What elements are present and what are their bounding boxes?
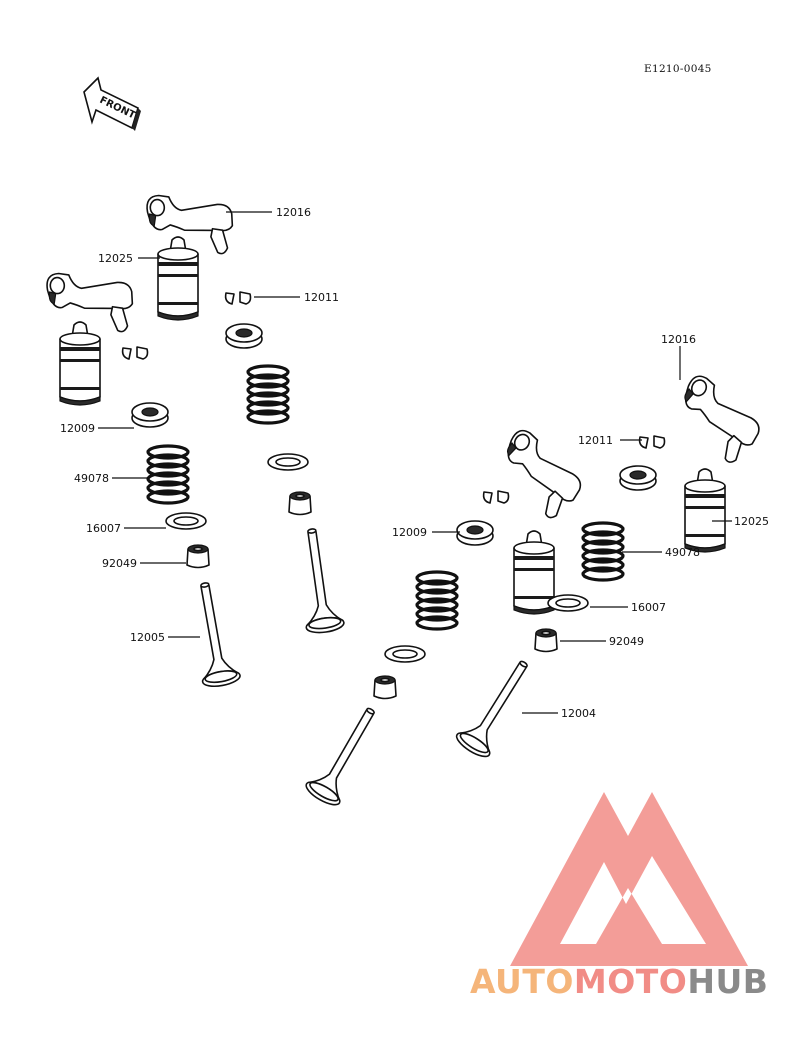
callout-12009-left: 12009	[60, 422, 95, 435]
callout-92049-left: 92049	[102, 557, 137, 570]
diagram-code: E1210-0045	[644, 63, 712, 75]
washer-left-b	[165, 512, 207, 530]
spring-left-b	[146, 444, 190, 505]
callout-12025-left: 12025	[98, 252, 133, 265]
washer-right-b	[384, 645, 426, 663]
callout-12016-left: 12016	[276, 206, 311, 219]
rocker-arm-left-a	[145, 190, 235, 259]
valve-right-a	[452, 651, 542, 762]
callout-12004: 12004	[561, 707, 596, 720]
callout-12025-right: 12025	[734, 515, 769, 528]
valve-right-b	[302, 699, 389, 810]
callout-12011-left: 12011	[304, 291, 339, 304]
logo-wordmark: AUTOMOTOHUB	[470, 962, 768, 1001]
callout-16007-right: 16007	[631, 601, 666, 614]
cotters-right-b	[482, 490, 510, 504]
washer-right-a	[547, 594, 589, 612]
rocker-arm-right-b	[664, 371, 770, 469]
valve-left-b	[184, 578, 243, 690]
callout-12009-right: 12009	[392, 526, 427, 539]
callout-12005: 12005	[130, 631, 165, 644]
retainer-right-a	[619, 465, 657, 491]
callout-92049-right: 92049	[609, 635, 644, 648]
callout-49078-left: 49078	[74, 472, 109, 485]
cotters-left-a	[224, 291, 252, 305]
tappet-right-a	[684, 468, 726, 553]
retainer-right-b	[456, 520, 494, 546]
tappet-left-b	[59, 321, 101, 406]
callout-16007-left: 16007	[86, 522, 121, 535]
front-arrow-icon: FRONT	[83, 76, 141, 131]
cotters-left-b	[121, 346, 149, 360]
seal-left-b	[186, 544, 210, 569]
spring-left-a	[246, 364, 290, 425]
cotters-right-a	[638, 435, 666, 449]
seal-right-a	[534, 628, 558, 653]
retainer-left-b	[131, 402, 169, 428]
automotohub-logo	[510, 792, 748, 966]
spring-right-a	[581, 521, 625, 582]
callout-12016-right: 12016	[661, 333, 696, 346]
callout-12011-right: 12011	[578, 434, 613, 447]
retainer-left-a	[225, 323, 263, 349]
leader-lines	[98, 211, 732, 714]
valve-left-a	[291, 525, 346, 636]
washer-left-a	[267, 453, 309, 471]
spring-right-b	[415, 570, 459, 631]
rocker-arm-left-b	[45, 268, 135, 337]
callout-49078-right: 49078	[665, 546, 700, 559]
seal-left-a	[288, 491, 312, 516]
tappet-left-a	[157, 236, 199, 321]
rocker-arm-right-a	[486, 425, 592, 525]
seal-right-b	[373, 675, 397, 700]
